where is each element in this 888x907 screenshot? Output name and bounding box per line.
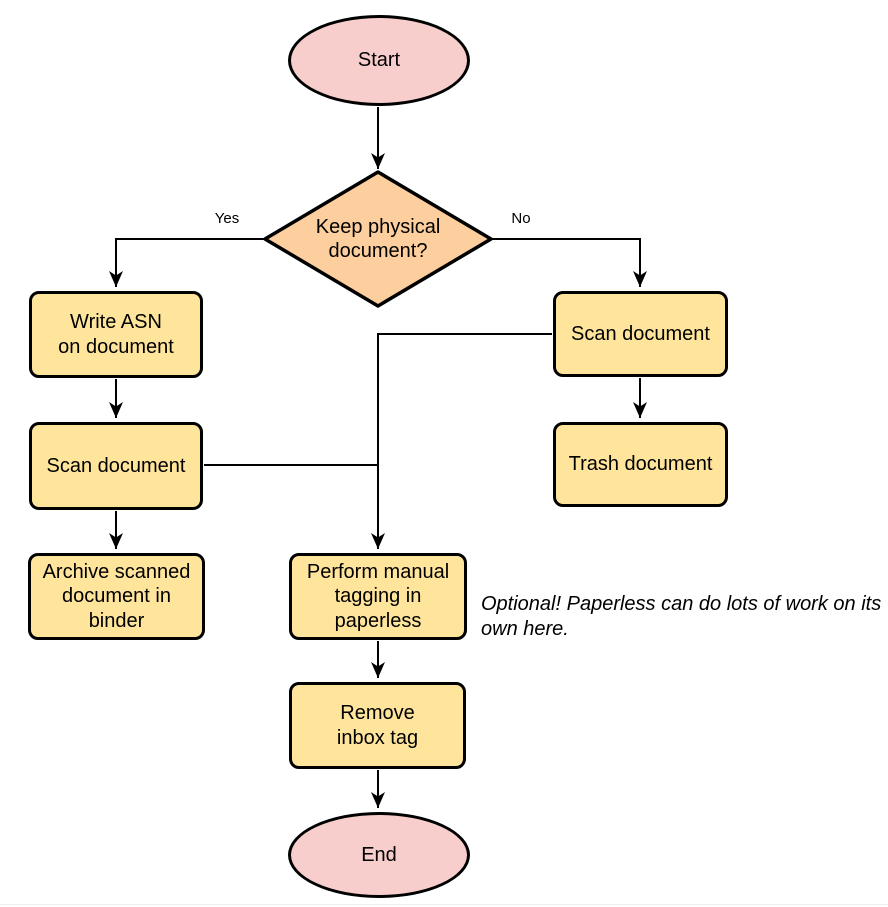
process-node-manual-tagging: Perform manual tagging in paperless <box>289 553 467 640</box>
end-node: End <box>288 812 470 898</box>
edge-label-yes: Yes <box>214 210 240 227</box>
process-node-archive-in-binder: Archive scanned document in binder <box>28 553 205 640</box>
optional-annotation: Optional! Paperless can do lots of work … <box>481 593 882 640</box>
edge-decision-to-scan-right <box>491 238 647 287</box>
process-node-write-asn: Write ASN on document <box>29 291 203 378</box>
start-node-label: Start <box>357 49 401 72</box>
end-node-label: End <box>361 843 397 866</box>
decision-node-label: Keep physical document? <box>315 215 441 262</box>
decision-node-keep-physical-document: Keep physical document? <box>285 200 471 278</box>
decision-shape <box>263 170 493 308</box>
edge-decision-to-write-asn <box>109 238 265 287</box>
process-node-remove-inbox-tag: Remove inbox tag <box>289 682 466 769</box>
page-bottom-border <box>0 904 888 905</box>
process-node-scan-document-right: Scan document <box>553 291 728 377</box>
edge-scan-right-to-tagging <box>371 333 552 549</box>
process-node-remove-inbox-tag-label: Remove inbox tag <box>336 702 419 749</box>
edge-label-no: No <box>511 210 531 227</box>
process-node-scan-document-right-label: Scan document <box>571 322 710 345</box>
process-node-archive-in-binder-label: Archive scanned document in binder <box>42 560 191 632</box>
process-node-scan-document-left: Scan document <box>29 422 203 510</box>
process-node-trash-document: Trash document <box>553 422 728 507</box>
process-node-manual-tagging-label: Perform manual tagging in paperless <box>306 560 450 632</box>
start-node: Start <box>288 15 470 106</box>
process-node-scan-document-left-label: Scan document <box>46 454 186 477</box>
process-node-write-asn-label: Write ASN on document <box>58 311 174 358</box>
process-node-trash-document-label: Trash document <box>568 453 713 476</box>
